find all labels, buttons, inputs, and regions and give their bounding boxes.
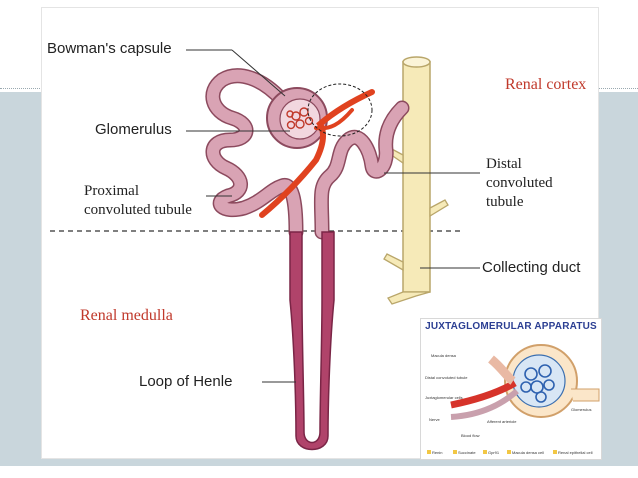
arteriole-shape	[259, 89, 375, 218]
jga-inset-illustration	[423, 344, 600, 457]
glomerulus-label: Glomerulus	[95, 121, 172, 138]
inset-macula-densa-label: Macula densa	[431, 353, 456, 358]
glomerulus-shape	[286, 107, 314, 130]
left-frame-band	[0, 92, 42, 440]
loop-of-henle-label: Loop of Henle	[139, 373, 233, 390]
inset-legend-macula-densa-cell: Macula densa cell	[512, 450, 545, 455]
bowmans-capsule-label: Bowman's capsule	[47, 40, 172, 57]
loop-of-henle-shape	[289, 231, 335, 451]
collecting-duct-shape	[383, 56, 449, 305]
proximal-label-line1: Proximal	[84, 183, 139, 199]
inset-legend-renin: Renin	[432, 450, 443, 455]
bowmans-capsule-shape	[266, 87, 328, 149]
right-frame-band	[598, 92, 638, 440]
inset-legend-succinate: Succinate	[458, 450, 476, 455]
jga-highlight-ellipse	[307, 83, 373, 137]
renal-medulla-label: Renal medulla	[80, 307, 173, 324]
renal-cortex-label: Renal cortex	[505, 76, 587, 93]
inset-legend-renal-epithelial-cell: Renal epithelial cell	[558, 450, 593, 455]
distal-label-line1: Distal	[486, 156, 522, 172]
inset-nerve-label: Nerve	[429, 417, 440, 422]
leader-lines	[186, 49, 480, 383]
inset-glomerulus-label: Glomerulus	[571, 407, 592, 412]
jga-inset-title: JUXTAGLOMERULAR APPARATUS	[425, 321, 597, 332]
jga-inset: JUXTAGLOMERULAR APPARATUS Macula densa D…	[420, 318, 602, 460]
inset-jg-cells-label: Juxtaglomerular cells	[425, 395, 463, 400]
proximal-label-line2: convoluted tubule	[84, 202, 192, 218]
inset-legend-gpr91: Gpr91	[488, 450, 500, 455]
distal-label-line3: tubule	[486, 194, 524, 210]
inset-blood-flow-label: Blood flow	[461, 433, 480, 438]
collecting-duct-label: Collecting duct	[482, 259, 581, 276]
inset-distal-tubule-label: Distal convoluted tubule	[425, 375, 468, 380]
distal-label-line2: convoluted	[486, 175, 553, 191]
inset-afferent-label: Afferent arteriole	[487, 419, 517, 424]
